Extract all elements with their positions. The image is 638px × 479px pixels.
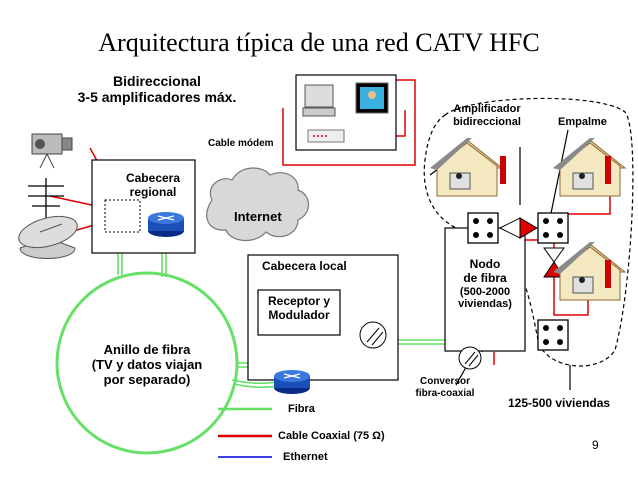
headend-receiver — [104, 199, 141, 233]
house-1 — [430, 138, 506, 197]
coverage-area-outline — [423, 97, 634, 367]
router-local — [274, 370, 310, 394]
converter-label: Conversor fibra-coaxial — [415, 376, 475, 399]
satellite-dish-icon — [18, 215, 78, 259]
bidirectional-note: Bidireccional 3-5 amplificadores máx. — [77, 73, 237, 106]
router-regional — [148, 212, 184, 237]
fiber-node-label: Nodo de fibra (500-2000 viviendas) — [458, 257, 512, 311]
fiber-node-box — [444, 227, 526, 352]
homes-count-label: 125-500 viviendas — [508, 396, 611, 410]
pc-base — [302, 107, 336, 117]
splice-label: Empalme — [558, 116, 607, 128]
fiber-ring-label: Anillo de fibra (TV y datos viajan por s… — [91, 342, 203, 387]
antenna-icon — [28, 178, 64, 225]
amplifier-horizontal — [498, 217, 538, 239]
tap-3 — [537, 319, 569, 351]
page-number: 9 — [592, 438, 599, 452]
amplifier-label: Amplificador bidireccional — [453, 103, 521, 128]
legend-label-ethernet: Ethernet — [283, 451, 328, 463]
house-3 — [553, 242, 627, 301]
receiver-modulator-box — [257, 289, 341, 336]
internet-label: Internet — [234, 209, 282, 224]
regional-headend-label: Cabecera regional — [125, 171, 181, 199]
receiver-modulator-label: Receptor y Modulador — [267, 294, 331, 322]
local-headend-label: Cabecera local — [262, 259, 347, 273]
internet-cloud — [206, 167, 310, 241]
legend-label-coax: Cable Coaxial (75 Ω) — [278, 430, 385, 442]
cable-modem-label: Cable módem — [208, 138, 274, 149]
pc-monitor — [304, 84, 334, 108]
fiber-coax-converter — [458, 346, 482, 370]
legend-label-fibra: Fibra — [288, 403, 315, 415]
slide-title: Arquitectura típica de una red CATV HFC — [98, 28, 540, 57]
optical-transceiver-local — [359, 321, 387, 349]
camera-icon — [31, 133, 73, 169]
house-2 — [553, 138, 627, 197]
tap-1 — [467, 212, 499, 244]
tap-2 — [537, 212, 569, 244]
